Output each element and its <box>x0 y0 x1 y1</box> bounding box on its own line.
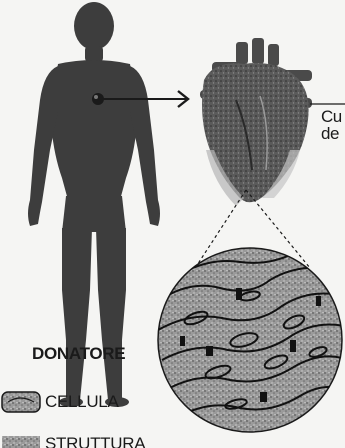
legend-item-cell: CELLULA <box>0 390 119 414</box>
legend-item-structure: STRUTTURA <box>0 432 145 448</box>
legend-cell-label: CELLULA <box>45 392 119 412</box>
anatomical-heart-icon <box>200 38 312 206</box>
legend-cell-swatch-spacer <box>0 391 40 413</box>
legend-structure-swatch-spacer <box>0 433 40 448</box>
heart-caption: Cu de <box>321 108 345 142</box>
heart-caption-line1: Cu <box>321 108 345 125</box>
donor-label: DONATORE <box>32 345 125 362</box>
legend-structure-label: STRUTTURA <box>45 434 145 448</box>
magnified-tissue-icon <box>158 246 344 432</box>
heart-caption-line2: de <box>321 125 345 142</box>
